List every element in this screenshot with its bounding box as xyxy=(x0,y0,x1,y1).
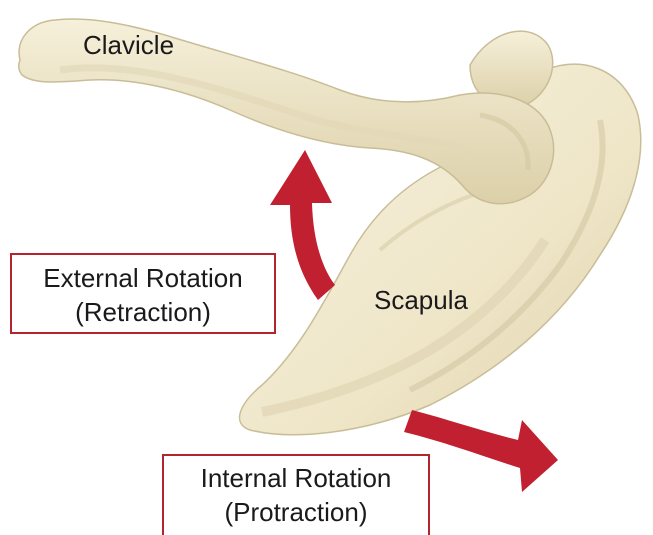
internal-rotation-subtitle: (Protraction) xyxy=(164,495,428,529)
external-rotation-subtitle: (Retraction) xyxy=(12,295,274,329)
clavicle-label: Clavicle xyxy=(83,30,174,61)
external-rotation-title: External Rotation xyxy=(12,261,274,295)
external-rotation-arrow xyxy=(270,150,335,300)
internal-rotation-title: Internal Rotation xyxy=(164,461,428,495)
scapula-label: Scapula xyxy=(374,285,468,316)
internal-rotation-box: Internal Rotation (Protraction) xyxy=(162,454,430,535)
external-rotation-box: External Rotation (Retraction) xyxy=(10,253,276,334)
